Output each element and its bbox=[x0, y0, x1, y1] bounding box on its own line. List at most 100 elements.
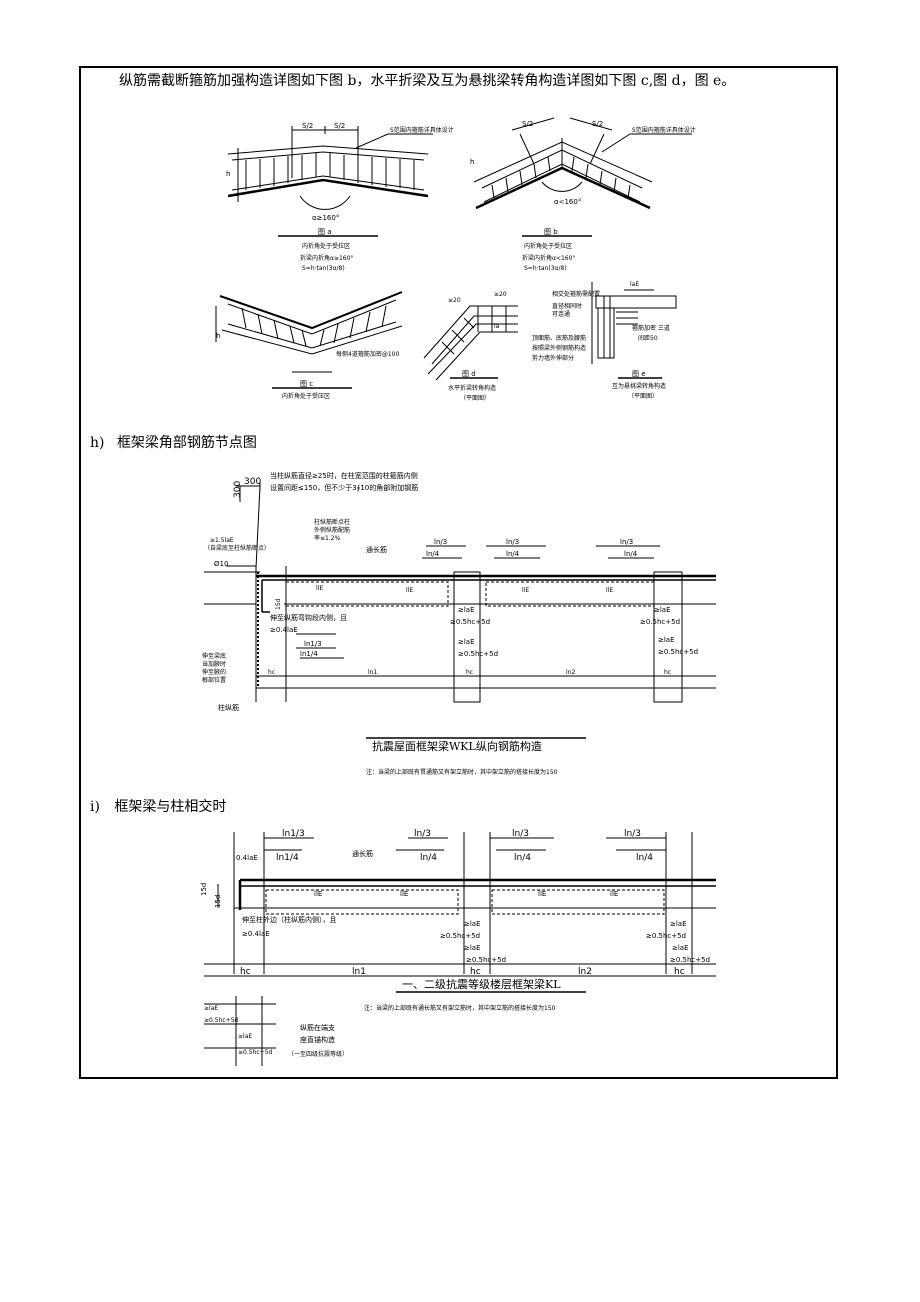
fig-h-phi10: Ø10 bbox=[214, 560, 228, 568]
fig-h-ln3-3: ln/3 bbox=[620, 538, 633, 546]
fig-e-cap2: （平面图） bbox=[628, 393, 658, 400]
fig-i-ln3-3: ln/3 bbox=[624, 829, 641, 839]
fig-d-label: 图 d bbox=[462, 370, 476, 378]
fig-h-dim300b: 300 bbox=[233, 481, 243, 498]
fig-e-n7: 按照梁外侧钢筋构造 bbox=[532, 344, 586, 352]
fig-a-cap2: 折梁内折角α≥160° bbox=[300, 254, 353, 262]
fig-h-ln4-2: ln/4 bbox=[506, 550, 520, 558]
fig-c-note: 每侧4道箍筋加密@100 bbox=[336, 350, 399, 358]
fig-i-small-2-2: ≥0.5hc+5d bbox=[238, 1049, 273, 1056]
fig-h-lae-low2-1: ≥0.5hc+5d bbox=[458, 650, 498, 658]
fig-i-ln4-3: ln/4 bbox=[636, 853, 653, 863]
fig-i-lle-3: llE bbox=[538, 890, 546, 898]
figure-e: laE 相交处箍筋需配置 直径相同时 可连通 箍筋加密 三道 间距50 顶面筋、… bbox=[532, 281, 677, 400]
fig-h-note: 注：当梁的上部既有贯通筋又有架立筋时，其中架立筋的搭接长度为150 bbox=[366, 768, 558, 776]
fig-h-col-note1: 柱纵筋断点柱 bbox=[314, 518, 350, 526]
fig-h-ln3-2: ln/3 bbox=[506, 538, 519, 546]
section-i-heading: i) 框架梁与柱相交时 bbox=[90, 796, 226, 816]
fig-i-lae-mid-1: ≥laE bbox=[464, 920, 481, 928]
fig-h-title: 抗震屋面框架梁WKL纵向钢筋构造 bbox=[372, 739, 542, 753]
fig-h-lae-mid-2: ≥laE bbox=[654, 606, 671, 614]
fig-i-15d-b: 15d bbox=[214, 895, 222, 908]
fig-b-cap3: S=h·tan(3α/8) bbox=[524, 265, 567, 272]
fig-i-ln2: ln2 bbox=[578, 967, 592, 977]
fig-a-angle: α≥160° bbox=[312, 214, 339, 222]
fig-h-ln1-4: ln1/4 bbox=[300, 650, 318, 658]
fig-e-cap1: 互为悬挑梁转角构造 bbox=[612, 382, 666, 390]
fig-a-cap3: S=h·tan(3α/8) bbox=[302, 265, 345, 272]
fig-e-n1: 相交处箍筋需配置 bbox=[552, 290, 600, 298]
fig-i-title: 一、二级抗震等级楼层框架梁KL bbox=[402, 977, 561, 991]
section-h-title: 框架梁角部钢筋节点图 bbox=[116, 435, 257, 451]
fig-i-lle-1: llE bbox=[314, 890, 322, 898]
fig-e-n3: 可连通 bbox=[552, 310, 570, 318]
fig-h-note1: 当柱纵筋直径≥25时，在柱宽范围的柱箍筋内侧 bbox=[270, 471, 418, 480]
fig-i-hc-3: hc bbox=[674, 967, 685, 977]
fig-i-lle-2: llE bbox=[400, 890, 408, 898]
fig-h-lae-b: （自梁底至柱纵筋断点） bbox=[204, 544, 270, 552]
fig-h-hc-1: hc bbox=[268, 669, 275, 676]
fig-b-dim2: S/2 bbox=[592, 120, 603, 128]
fig-h-lle-3: llE bbox=[522, 587, 529, 594]
fig-i-ln1-4: ln1/4 bbox=[276, 853, 299, 863]
section-h-heading: h) 框架梁角部钢筋节点图 bbox=[90, 432, 257, 452]
fig-e-n8: 剪力墙外伸部分 bbox=[532, 354, 574, 362]
fig-d-cap2: （平面图） bbox=[460, 395, 490, 402]
fig-h-left1: 伸至梁底 bbox=[202, 652, 226, 660]
fig-e-n5: 间距50 bbox=[638, 334, 658, 342]
fig-c-h: h bbox=[216, 332, 220, 340]
fig-i-lae-low-1: ≥laE bbox=[464, 944, 481, 952]
fig-i-note: 注：当梁的上部既有通长筋又有架立筋时，其中架立筋的搭接长度为150 bbox=[364, 1004, 556, 1012]
fig-h-extend2: ≥0.4laE bbox=[270, 626, 298, 634]
fig-h-ln1: ln1 bbox=[368, 669, 377, 676]
fig-h-col-note2: 外侧纵筋配筋 bbox=[314, 526, 350, 534]
section-h-label: h) bbox=[90, 435, 105, 451]
fig-i-ln4-1: ln/4 bbox=[420, 853, 437, 863]
fig-i-lae-low2-2: ≥0.5hc+5d bbox=[670, 956, 710, 964]
fig-h-left4: 根部位置 bbox=[202, 676, 226, 684]
fig-e-lae: laE bbox=[630, 281, 639, 288]
fig-h-lae-mid2-1: ≥0.5hc+5d bbox=[450, 618, 490, 626]
fig-i-anchor1: 纵筋在端支 bbox=[300, 1023, 335, 1032]
fig-i-ln1-3: ln1/3 bbox=[282, 829, 305, 839]
fig-c-label: 图 c bbox=[300, 380, 313, 388]
fig-c-cap1: 内折角处于受压区 bbox=[282, 392, 330, 400]
fig-i-small-2-1: ≥0.5hc+5d bbox=[204, 1017, 239, 1024]
fig-h-note2: 设置间距≤150，但不少于3∮10的角部附加钢筋 bbox=[270, 483, 418, 492]
fig-i-hc-1: hc bbox=[240, 967, 251, 977]
fig-h-hc-3: hc bbox=[664, 669, 671, 676]
fig-e-n4: 箍筋加密 三道 bbox=[632, 324, 670, 332]
fig-a-label: 图 a bbox=[318, 228, 332, 236]
fig-i-ln4-2: ln/4 bbox=[514, 853, 531, 863]
fig-h-lae-low-2: ≥laE bbox=[658, 636, 675, 644]
fig-h-col-bar: 柱纵筋 bbox=[218, 703, 239, 712]
fig-h-lae-mid-1: ≥laE bbox=[458, 606, 475, 614]
fig-a-note: S范围内箍筋详具体设计 bbox=[390, 126, 454, 134]
fig-i-ln3-1: ln/3 bbox=[414, 829, 431, 839]
fig-h-col-note3: 率≤1.2% bbox=[314, 534, 341, 542]
fig-a-cap1: 内折角处于受拉区 bbox=[302, 242, 350, 250]
fig-h-lae-low2-2: ≥0.5hc+5d bbox=[658, 648, 698, 656]
fig-i-lae-low-2: ≥laE bbox=[672, 944, 689, 952]
fig-h-lae-mid2-2: ≥0.5hc+5d bbox=[640, 618, 680, 626]
fig-i-small-lae-1: ≥laE bbox=[204, 1005, 218, 1012]
fig-i-lae04: 0.4laE bbox=[236, 854, 258, 862]
fig-i-through: 通长筋 bbox=[352, 849, 373, 858]
fig-i-ln1: ln1 bbox=[352, 967, 366, 977]
fig-d-la: la bbox=[494, 323, 500, 330]
fig-e-label: 图 e bbox=[632, 370, 646, 378]
document-frame bbox=[79, 66, 838, 1079]
fig-h-ln4-3: ln/4 bbox=[624, 550, 638, 558]
fig-h-lle-2: llE bbox=[406, 587, 413, 594]
figure-a: S/2 S/2 S范围内箍筋详具体设计 h α≥160° 图 a 内折角处于受拉… bbox=[226, 122, 454, 272]
fig-h-left2: 当加腋时 bbox=[202, 660, 226, 668]
fig-h-lle-4: llE bbox=[606, 587, 613, 594]
fig-i-lae-mid-2: ≥laE bbox=[670, 920, 687, 928]
fig-h-lae-a: ≥1.5laE bbox=[210, 537, 234, 544]
fig-h-ln1-3: ln1/3 bbox=[304, 640, 322, 648]
fig-d-cap1: 水平折梁转角构造 bbox=[448, 384, 496, 392]
fig-h-extend1: 伸至纵筋弯钩段内侧，且 bbox=[270, 613, 347, 622]
fig-d-dim2: ≥20 bbox=[494, 291, 507, 298]
fig-i-hc-2: hc bbox=[470, 967, 481, 977]
fig-d-dim1: ≥20 bbox=[448, 297, 461, 304]
